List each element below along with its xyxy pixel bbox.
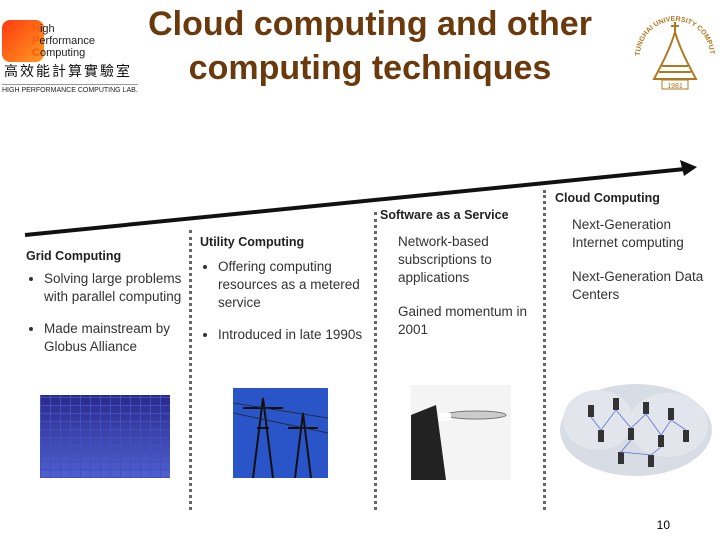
column-heading: Grid Computing bbox=[26, 249, 122, 263]
column-grid: Grid Computing Solving large problems wi… bbox=[26, 248, 184, 370]
bullet: Solving large problems with parallel com… bbox=[44, 270, 184, 306]
text-line: Next-Generation Data Centers bbox=[572, 269, 704, 302]
hpc-logo bbox=[2, 20, 44, 62]
logo-letter: P bbox=[32, 35, 40, 47]
column-cloud: Cloud Computing Next-Generation Internet… bbox=[555, 190, 713, 304]
text-line: Network-based subscriptions to applicati… bbox=[398, 234, 492, 285]
column-saas: Software as a Service Network-based subs… bbox=[380, 207, 538, 339]
logo-chinese: 高效能計算實驗室 bbox=[4, 64, 132, 80]
svg-text:1981: 1981 bbox=[667, 83, 683, 90]
slide-title: Cloud computing and other computing tech… bbox=[148, 5, 592, 87]
svg-text:TUNGHAI UNIVERSITY COMPUTER SC: TUNGHAI UNIVERSITY COMPUTER SCIENCE DEPA… bbox=[632, 4, 715, 56]
divider bbox=[189, 230, 192, 510]
column-heading: Software as a Service bbox=[380, 208, 509, 222]
logo-word: omputing bbox=[39, 47, 86, 59]
timeline-arrow bbox=[24, 160, 697, 237]
divider bbox=[374, 212, 377, 510]
service-waiter-image bbox=[411, 385, 511, 480]
page-number: 10 bbox=[656, 518, 670, 532]
bullet: Offering computing resources as a metere… bbox=[218, 258, 368, 312]
university-seal-icon: TUNGHAI UNIVERSITY COMPUTER SCIENCE DEPA… bbox=[632, 4, 715, 90]
column-utility: Utility Computing Offering computing res… bbox=[200, 234, 368, 358]
logo-word: igh bbox=[39, 23, 55, 35]
logo-letter: C bbox=[32, 47, 40, 59]
logo-text: High Performance Computing bbox=[32, 23, 95, 59]
bullet: Introduced in late 1990s bbox=[218, 326, 368, 344]
text-line: Next-Generation Internet computing bbox=[572, 217, 684, 250]
logo-letter: H bbox=[32, 23, 40, 35]
divider bbox=[543, 190, 546, 510]
column-heading: Utility Computing bbox=[200, 235, 305, 249]
power-tower-image bbox=[233, 388, 328, 478]
logo-word: erformance bbox=[39, 35, 95, 47]
grid-image bbox=[40, 395, 170, 478]
bullet: Made mainstream by Globus Alliance bbox=[44, 320, 184, 356]
column-heading: Cloud Computing bbox=[555, 191, 660, 205]
logo-lab-name: HIGH PERFORMANCE COMPUTING LAB. bbox=[2, 84, 138, 95]
text-line: Gained momentum in 2001 bbox=[398, 304, 528, 337]
cloud-servers-image bbox=[560, 384, 712, 476]
